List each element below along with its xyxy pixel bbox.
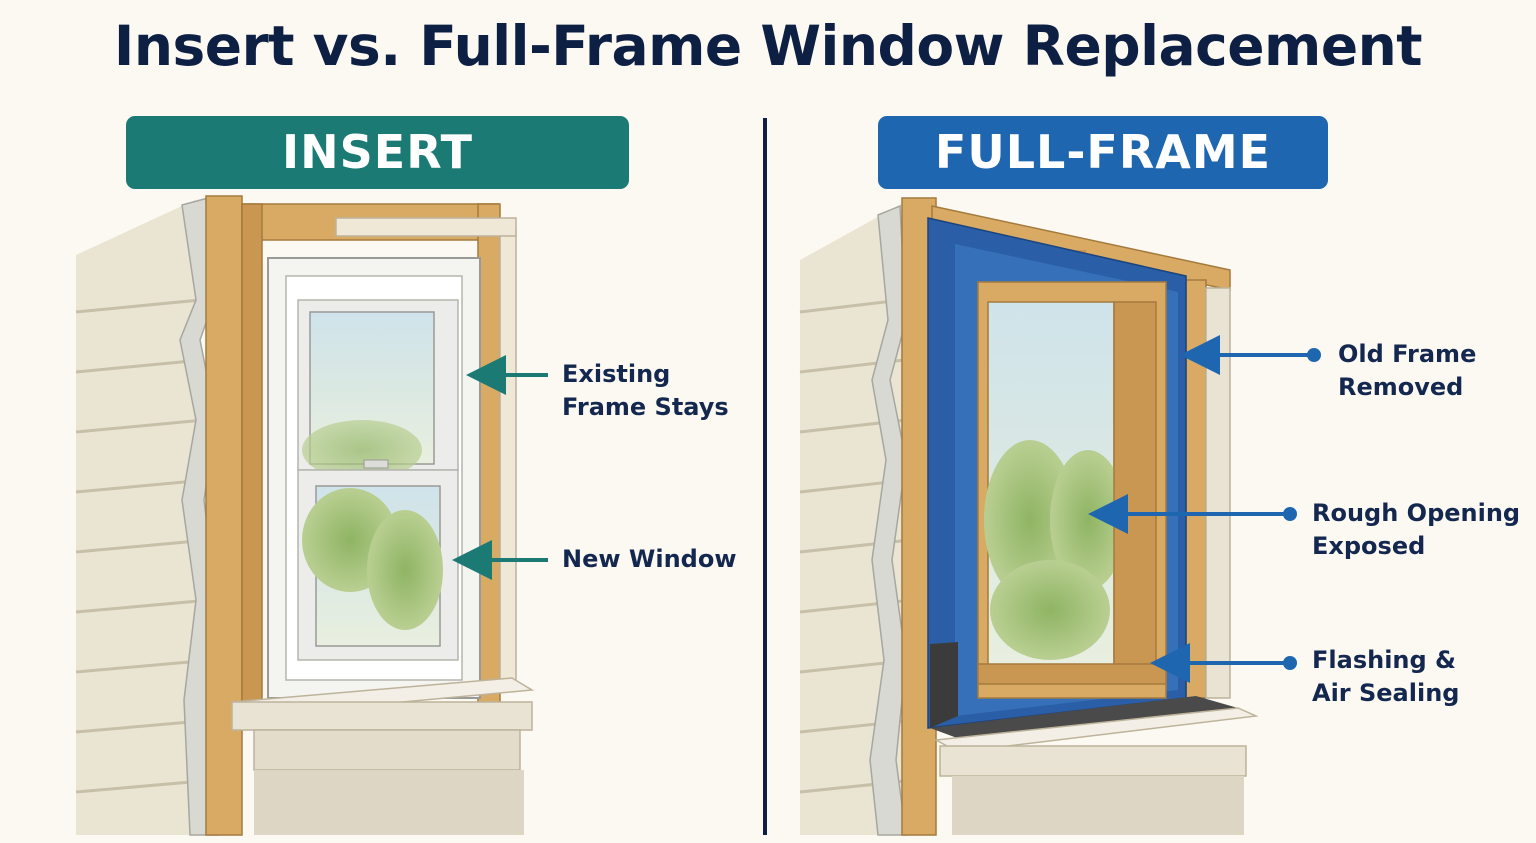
callout-line: Old Frame: [1338, 340, 1477, 368]
arrow-rough-opening: [1088, 494, 1297, 534]
callout-flashing: Flashing & Air Sealing: [1312, 644, 1459, 710]
insert-badge: INSERT: [126, 116, 629, 189]
new-window: [267, 257, 481, 699]
siding-wall: [75, 200, 215, 835]
callout-line: New Window: [562, 545, 737, 573]
arrow-old-frame: [1180, 335, 1321, 375]
insert-illustration: [75, 195, 535, 836]
new-frame: [977, 281, 1167, 699]
callout-line: Removed: [1338, 373, 1464, 401]
callout-existing-frame: Existing Frame Stays: [562, 358, 729, 424]
full-frame-illustration: [799, 197, 1259, 836]
callout-line: Existing: [562, 360, 671, 388]
callout-rough-opening: Rough Opening Exposed: [1312, 497, 1520, 563]
window-sill: [229, 677, 535, 835]
callout-line: Flashing &: [1312, 646, 1456, 674]
flashing: [930, 642, 1259, 835]
callout-old-frame: Old Frame Removed: [1338, 338, 1476, 404]
callout-line: Exposed: [1312, 532, 1426, 560]
callout-line: Air Sealing: [1312, 679, 1460, 707]
existing-frame: [205, 195, 517, 836]
callout-new-window: New Window: [562, 543, 737, 576]
page-title: Insert vs. Full-Frame Window Replacement: [113, 14, 1423, 78]
arrow-flashing: [1150, 643, 1297, 683]
callout-line: Rough Opening: [1312, 499, 1521, 527]
full-frame-badge: FULL-FRAME: [878, 116, 1328, 189]
callout-line: Frame Stays: [562, 393, 729, 421]
